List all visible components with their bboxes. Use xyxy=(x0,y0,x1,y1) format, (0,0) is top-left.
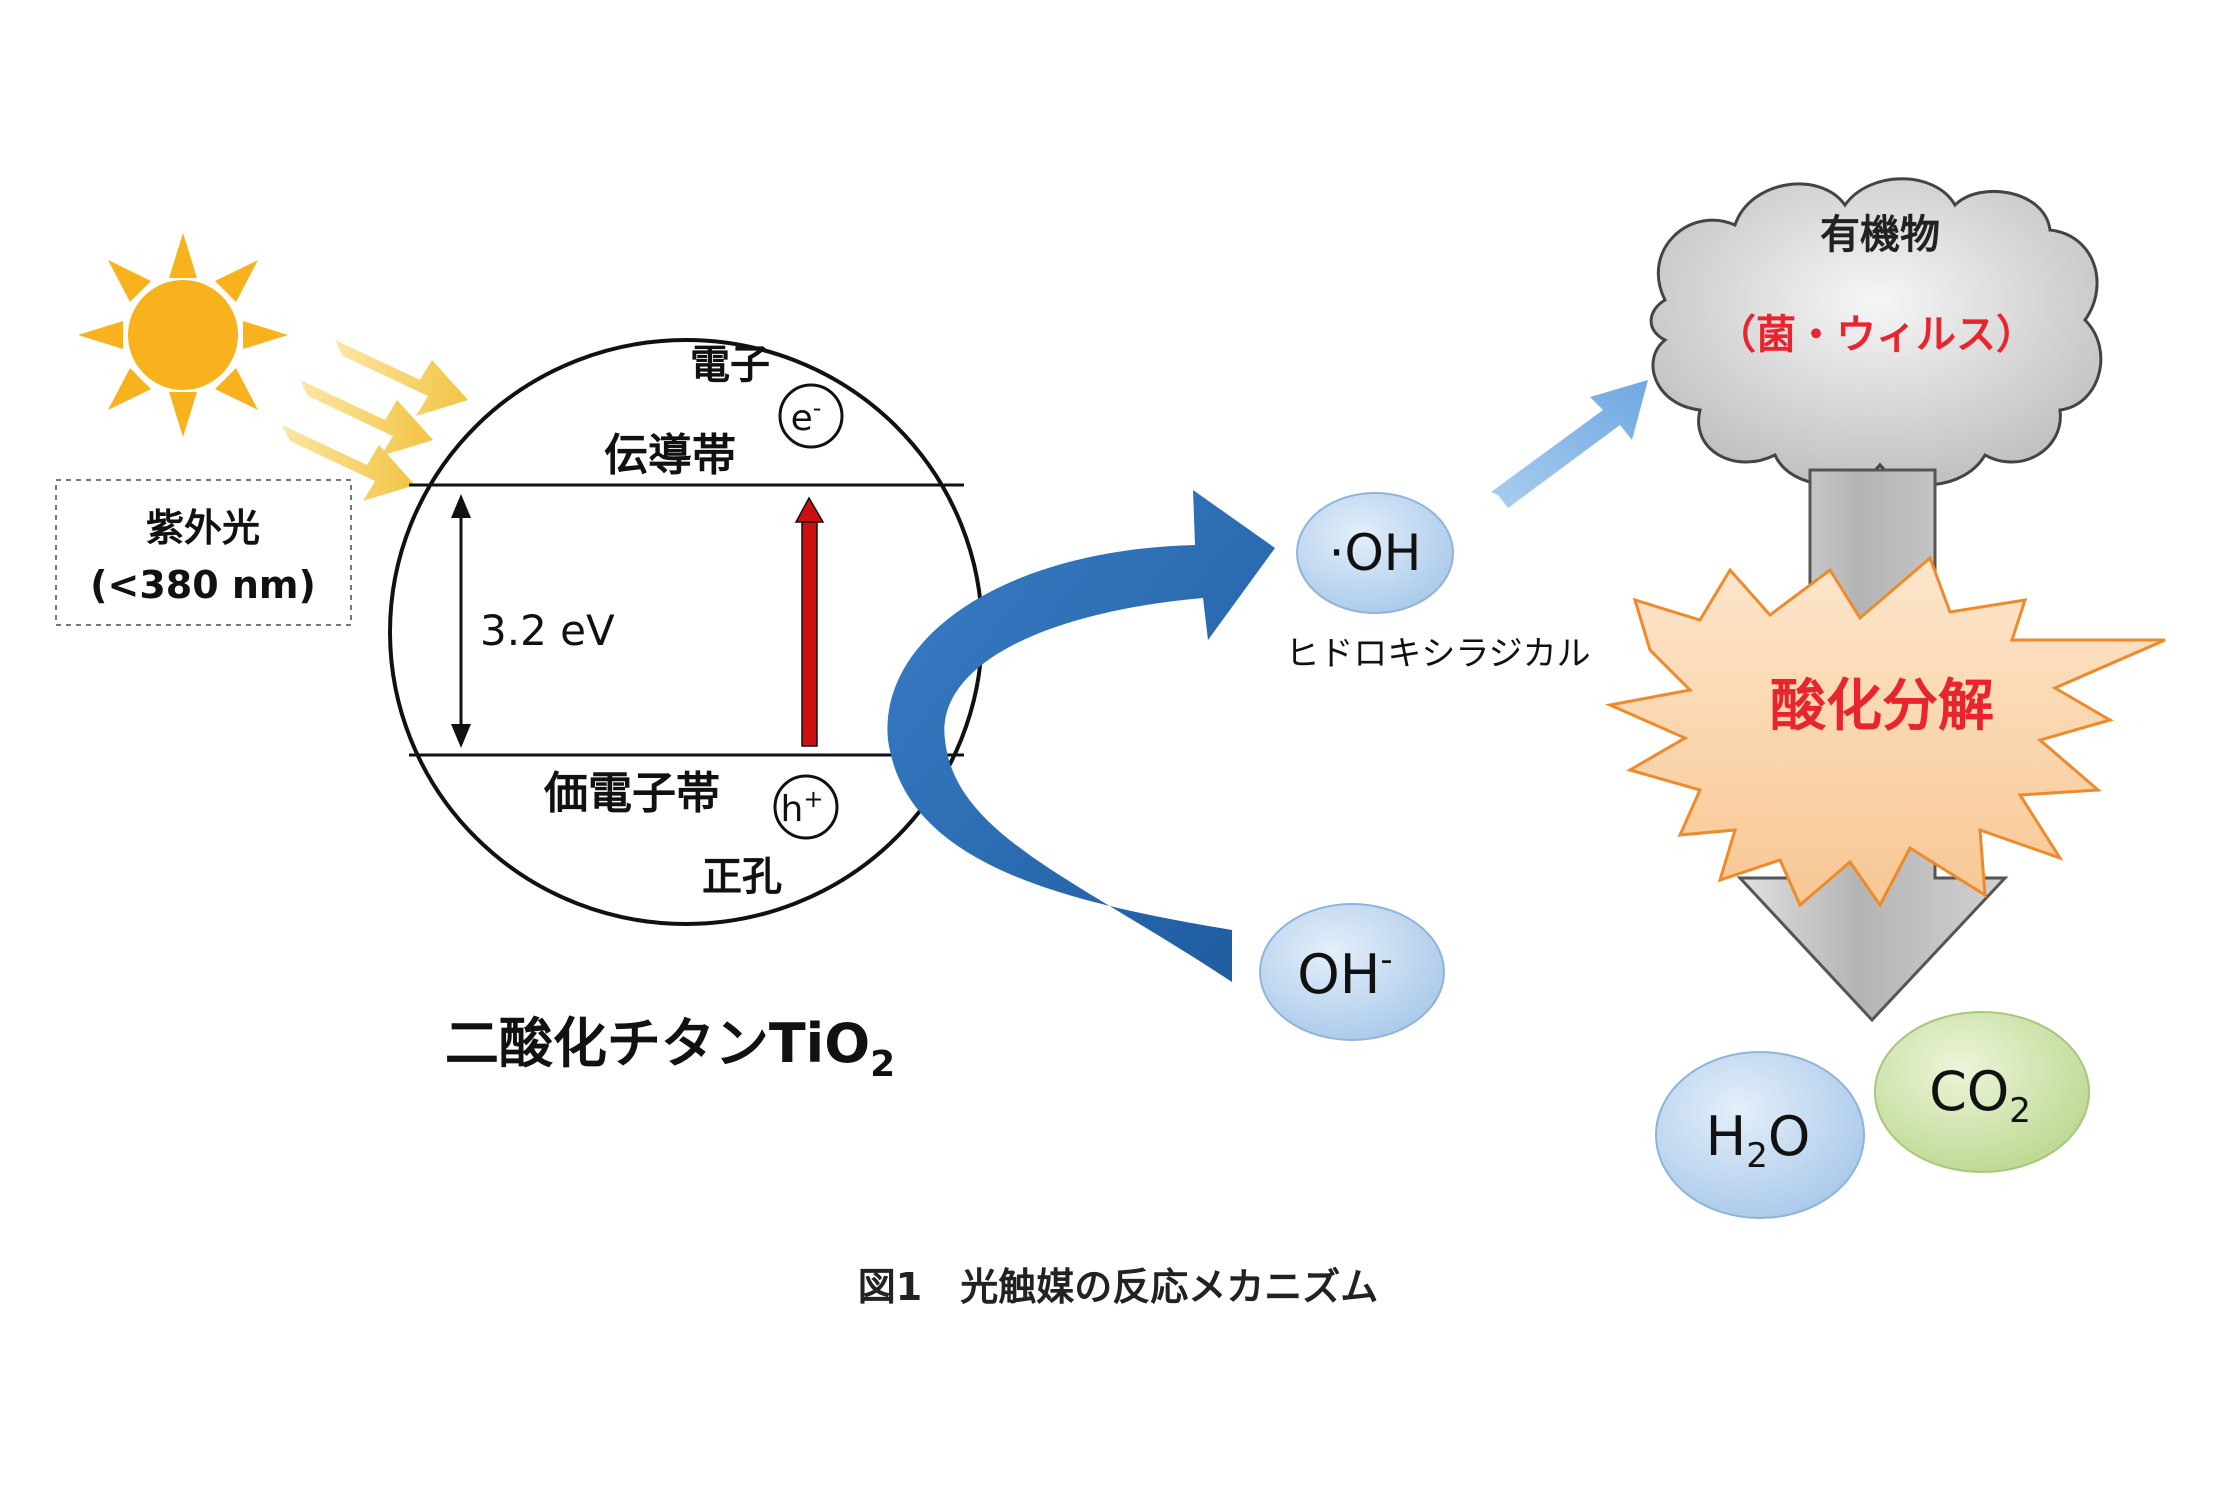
uv-wavelength: (<380 nm) xyxy=(90,563,316,607)
uv-light-label: 紫外光 xyxy=(146,506,260,550)
light-rays-icon xyxy=(282,340,468,501)
electron-label: 電子 xyxy=(690,342,770,388)
hole-superscript: + xyxy=(803,785,823,813)
band-gap-arrow xyxy=(451,494,471,748)
conduction-band-label: 伝導帯 xyxy=(604,430,736,481)
water-formula: H2O xyxy=(1706,1105,1811,1176)
oxidation-arrow xyxy=(887,490,1275,982)
hole-symbol: h+ xyxy=(781,785,824,830)
band-gap-value: 3.2 eV xyxy=(480,606,615,655)
co2-formula: CO2 xyxy=(1929,1060,2031,1131)
hydroxyl-radical-symbol: ·OH xyxy=(1329,524,1422,582)
hydroxide-ion-symbol: OH- xyxy=(1297,940,1392,1006)
tio2-particle: 電子 e- 伝導帯 3.2 eV 価電子帯 h+ 正孔 xyxy=(388,338,984,926)
valence-band-label: 価電子帯 xyxy=(543,768,720,819)
tio2-name-subscript: 2 xyxy=(870,1044,895,1085)
hydroxyl-radical-label: ヒドロキシラジカル xyxy=(1285,634,1590,674)
hydroxide-ion-bubble: OH- xyxy=(1259,903,1445,1041)
hydroxide-ion-superscript: - xyxy=(1380,940,1392,980)
oxidative-decomposition-label: 酸化分解 xyxy=(1770,674,1994,739)
organic-matter-examples: （菌・ウィルス） xyxy=(1716,312,2036,358)
hole-label: 正孔 xyxy=(702,854,782,900)
organic-matter-cloud-icon: 有機物 （菌・ウィルス） xyxy=(1649,177,2103,487)
radical-to-organic-arrow xyxy=(1491,380,1648,508)
tio2-name: 二酸化チタンTiO2 xyxy=(445,1012,895,1085)
hole-symbol-circle: h+ xyxy=(773,774,839,840)
sun-icon xyxy=(78,233,288,437)
water-product-bubble: H2O xyxy=(1655,1051,1865,1219)
co2-product-bubble: CO2 xyxy=(1874,1011,2090,1173)
excitation-arrow xyxy=(794,496,825,747)
figure-caption: 図1 光触媒の反応メカニズム xyxy=(858,1265,1378,1309)
oxidative-decomposition-burst-icon: 酸化分解 xyxy=(1604,555,2166,908)
electron-symbol-circle: e- xyxy=(778,383,844,449)
co2-subscript: 2 xyxy=(2009,1091,2031,1131)
organic-matter-label: 有機物 xyxy=(1820,212,1940,258)
water-subscript: 2 xyxy=(1746,1136,1768,1176)
electron-superscript: - xyxy=(813,394,822,422)
hydroxyl-radical-bubble: ·OH xyxy=(1296,492,1454,614)
electron-symbol: e- xyxy=(791,394,822,439)
uv-light-label-box: 紫外光 (<380 nm) xyxy=(55,479,352,626)
